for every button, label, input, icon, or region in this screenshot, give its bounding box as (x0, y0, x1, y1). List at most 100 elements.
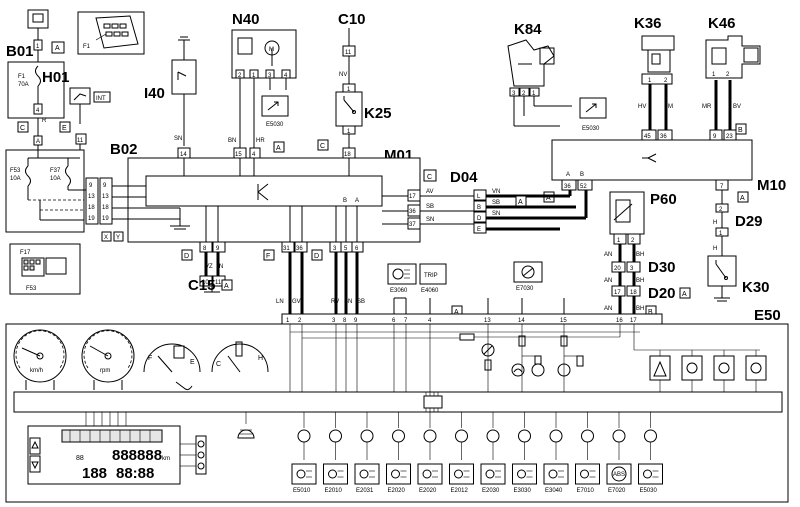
svg-text:2: 2 (726, 72, 730, 78)
svg-text:7: 7 (404, 318, 408, 324)
svg-text:SB: SB (426, 204, 434, 210)
svg-text:9: 9 (89, 183, 93, 189)
right-warning-lamps (649, 355, 767, 381)
svg-text:1: 1 (617, 238, 621, 244)
svg-text:F1: F1 (83, 44, 91, 50)
bottom-ref-label: E2020 (419, 488, 437, 494)
k84-sensor: 3 2 1 (507, 39, 572, 127)
fusebox-location-panel: F1 (77, 11, 145, 55)
svg-text:MR: MR (702, 104, 712, 110)
svg-text:B: B (343, 198, 347, 204)
svg-text:AN: AN (604, 278, 612, 284)
svg-text:Y: Y (116, 235, 120, 241)
svg-text:1: 1 (347, 87, 351, 93)
svg-text:F37: F37 (50, 168, 61, 174)
n40-label: N40 (232, 11, 260, 28)
svg-text:SN: SN (426, 217, 434, 223)
svg-text:9: 9 (103, 183, 107, 189)
svg-text:BN: BN (228, 138, 236, 144)
svg-text:AV: AV (426, 189, 434, 195)
indicator-lamp: E2030 (480, 412, 506, 494)
svg-text:31: 31 (283, 246, 290, 252)
svg-text:F: F (148, 355, 152, 362)
e50-label: E50 (754, 307, 781, 324)
svg-text:HV: HV (638, 104, 646, 110)
svg-text:11: 11 (345, 50, 352, 56)
bottom-ref-label: E7020 (608, 488, 626, 494)
bottom-ref-label: E5030 (640, 488, 658, 494)
svg-text:4: 4 (428, 318, 432, 324)
ref-e4060: TRIP E4060 (419, 263, 447, 294)
p60-sensor: 1 2 AN BH 20 3 AN BH 17 18 AN BH (604, 191, 645, 314)
svg-text:F53: F53 (26, 286, 37, 292)
d04-connector: AV SB SN L B D E VN SB SN (420, 189, 586, 234)
svg-text:4: 4 (284, 73, 288, 79)
svg-text:E3060: E3060 (390, 288, 408, 294)
indicator-lamp: E5010 (291, 412, 317, 494)
svg-text:BH: BH (636, 306, 644, 312)
i40-switch: SN 14 (171, 36, 197, 159)
svg-text:F1: F1 (18, 74, 26, 80)
svg-text:E: E (477, 227, 481, 233)
d29-connector: 2 H 1 H (713, 190, 729, 256)
svg-text:10A: 10A (10, 176, 21, 182)
svg-text:2: 2 (664, 78, 668, 84)
svg-text:15: 15 (560, 318, 567, 324)
svg-text:88: 88 (76, 455, 84, 462)
svg-text:3: 3 (512, 91, 516, 97)
c10-ground: 11 NV 1 (339, 28, 356, 93)
svg-text:rpm: rpm (100, 368, 110, 374)
indicator-lamp: E2020 (417, 412, 443, 494)
svg-text:20: 20 (614, 266, 621, 272)
svg-text:888888: 888888 (112, 447, 162, 464)
svg-text:VN: VN (492, 189, 500, 195)
svg-text:19: 19 (88, 216, 95, 222)
svg-text:2: 2 (522, 91, 526, 97)
bottom-ref-label: E2030 (482, 488, 500, 494)
indicator-lamp: E2031 (354, 412, 380, 494)
svg-text:17: 17 (614, 290, 621, 296)
svg-text:E: E (190, 359, 195, 366)
svg-text:B: B (738, 127, 743, 134)
svg-text:H: H (258, 355, 263, 362)
svg-text:A: A (682, 291, 687, 298)
svg-text:1: 1 (347, 129, 351, 135)
svg-text:F17: F17 (20, 250, 31, 256)
svg-text:36: 36 (564, 184, 571, 190)
svg-text:10A: 10A (50, 176, 61, 182)
svg-text:E7030: E7030 (516, 286, 534, 292)
lamp-group-14 (511, 324, 545, 392)
svg-text:C: C (216, 361, 221, 368)
svg-text:52: 52 (580, 184, 587, 190)
svg-text:B: B (648, 309, 653, 316)
svg-text:R: R (42, 118, 47, 124)
svg-text:1: 1 (532, 91, 536, 97)
svg-text:4: 4 (36, 108, 40, 114)
indicator-lamp: E3040 (543, 412, 569, 494)
svg-text:18: 18 (344, 152, 351, 158)
ref-e7030: E7030 (513, 261, 543, 292)
svg-text:E5030: E5030 (582, 126, 600, 132)
svg-text:L: L (477, 194, 481, 200)
svg-text:3: 3 (630, 266, 634, 272)
svg-text:6: 6 (355, 246, 359, 252)
svg-text:8: 8 (343, 318, 347, 324)
svg-text:SB: SB (357, 299, 365, 305)
svg-text:INT: INT (96, 96, 106, 102)
b01-label: B01 (6, 43, 34, 60)
svg-text:37: 37 (409, 222, 416, 228)
svg-text:LN: LN (276, 299, 284, 305)
svg-text:C: C (320, 143, 325, 150)
svg-text:SB: SB (492, 200, 500, 206)
svg-text:11: 11 (215, 280, 222, 286)
b02-label: B02 (110, 141, 138, 158)
svg-text:17: 17 (630, 318, 637, 324)
svg-text:10: 10 (202, 280, 209, 286)
svg-text:16: 16 (616, 318, 623, 324)
svg-text:BV: BV (733, 104, 741, 110)
svg-text:1: 1 (252, 73, 256, 79)
svg-text:18: 18 (88, 205, 95, 211)
svg-text:188: 188 (82, 465, 107, 482)
